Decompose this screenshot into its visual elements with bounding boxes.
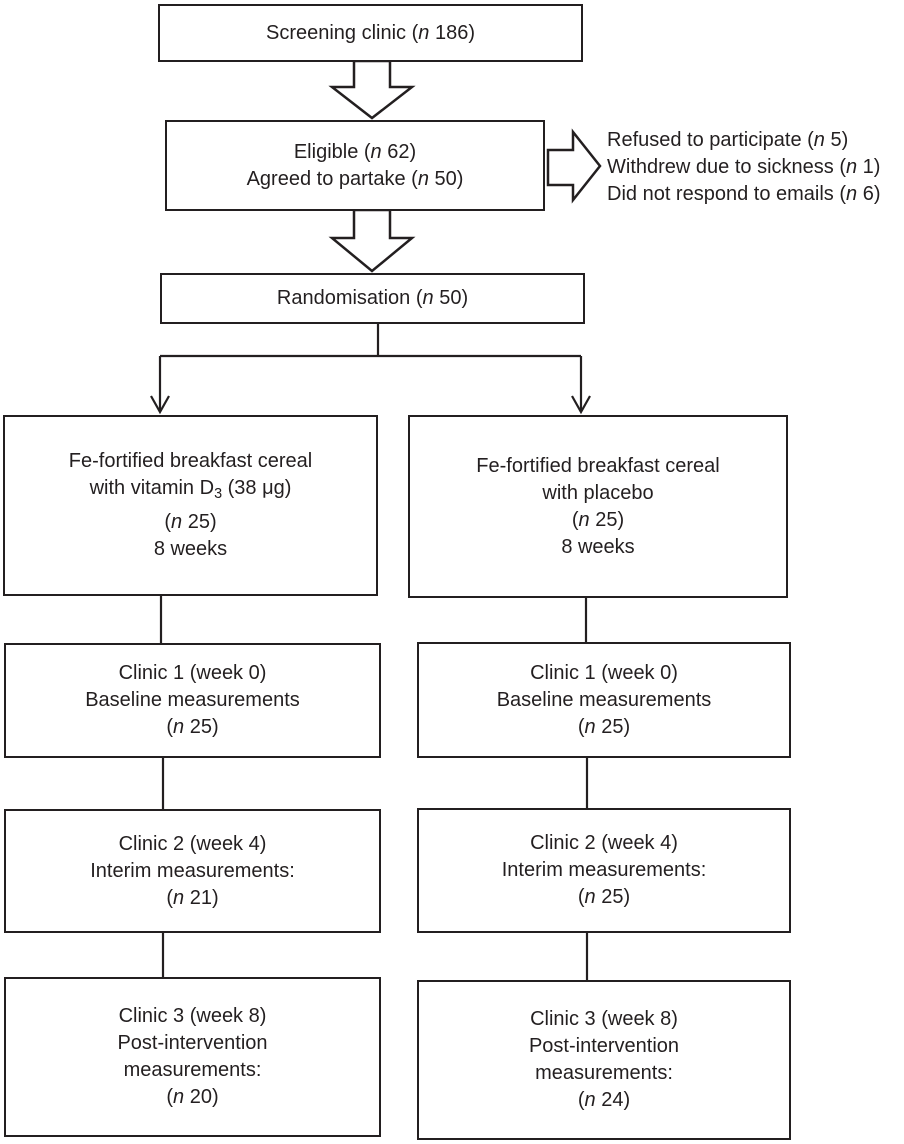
intervention-box-vitamin-d: Fe-fortified breakfast cereal with vitami…	[3, 415, 378, 596]
text-line: Clinic 3 (week 8)	[530, 1008, 678, 1030]
text-line: (n 24)	[577, 1089, 631, 1111]
text-line: (n 25)	[577, 715, 631, 738]
text-line: measurements:	[535, 1062, 673, 1084]
text-line: Eligible (n 62)	[293, 140, 417, 163]
text-line: Did not respond to emails (n 6)	[607, 183, 881, 205]
clinic3-box-placebo-arm: Clinic 3 (week 8) Post-intervention measur…	[417, 980, 791, 1140]
randomisation-split-line	[158, 324, 583, 411]
text-line: (n 20)	[166, 1086, 219, 1108]
text-line: 8 weeks	[561, 535, 635, 558]
screening-clinic-box: Screening clinic (n 186)	[158, 4, 583, 62]
text-line: Fe-fortified breakfast cereal	[68, 450, 313, 473]
text-line: Withdrew due to sickness (n 1)	[607, 156, 881, 178]
down-block-arrow-middle	[328, 208, 416, 273]
text-line: (n 25)	[571, 508, 625, 531]
text-line: with vitamin D3 (38 μg)	[89, 477, 292, 503]
text-line: with placebo	[542, 481, 654, 504]
text-line: (n 21)	[166, 886, 219, 909]
down-arrowhead-right-arm	[571, 395, 591, 415]
text-line: Agreed to partake (n 50)	[246, 167, 464, 190]
exclusions-note: Refused to participate (n 5) Withdrew due…	[607, 127, 904, 208]
text-line: Clinic 1 (week 0)	[118, 662, 267, 684]
text-line: Clinic 3 (week 8)	[118, 1005, 267, 1027]
text-line: Fe-fortified breakfast cereal	[476, 454, 720, 477]
text-line: (n 25)	[166, 716, 219, 738]
intervention-box-placebo: Fe-fortified breakfast cereal with placeb…	[408, 415, 788, 598]
text-line: 8 weeks	[153, 537, 228, 560]
clinic1-box-vitamin-d-arm: Clinic 1 (week 0) Baseline measurements (n…	[4, 643, 381, 758]
clinic2-box-placebo-arm: Clinic 2 (week 4) Interim measurements: (n…	[417, 808, 791, 933]
text-line: Clinic 2 (week 4)	[530, 832, 678, 854]
text-line: Post-intervention	[117, 1032, 268, 1054]
randomisation-box: Randomisation (n 50)	[160, 273, 585, 324]
clinic2-box-vitamin-d-arm: Clinic 2 (week 4) Interim measurements: (n…	[4, 809, 381, 933]
text-line: Baseline measurements	[496, 688, 712, 711]
text-line: Screening clinic (n 186)	[265, 21, 475, 44]
eligible-box: Eligible (n 62) Agreed to partake (n 50)	[165, 120, 545, 211]
clinic3-box-vitamin-d-arm: Clinic 3 (week 8) Post-intervention measur…	[4, 977, 381, 1137]
text-line: Randomisation (n 50)	[276, 287, 469, 309]
text-line: Interim measurements:	[501, 859, 707, 881]
text-line: (n 25)	[577, 886, 631, 908]
clinic1-box-placebo-arm: Clinic 1 (week 0) Baseline measurements (n…	[417, 642, 791, 758]
text-line: measurements:	[123, 1059, 262, 1081]
text-line: (n 25)	[164, 510, 217, 533]
down-block-arrow-top	[328, 59, 416, 120]
text-line: Interim measurements:	[90, 859, 295, 882]
text-line: Clinic 1 (week 0)	[530, 661, 678, 684]
text-line: Baseline measurements	[85, 689, 300, 711]
text-line: Refused to participate (n 5)	[607, 129, 849, 151]
right-block-arrow-exclusions	[546, 128, 602, 204]
down-arrowhead-left-arm	[150, 395, 170, 415]
text-line: Post-intervention	[528, 1035, 680, 1057]
text-line: Clinic 2 (week 4)	[118, 832, 267, 855]
